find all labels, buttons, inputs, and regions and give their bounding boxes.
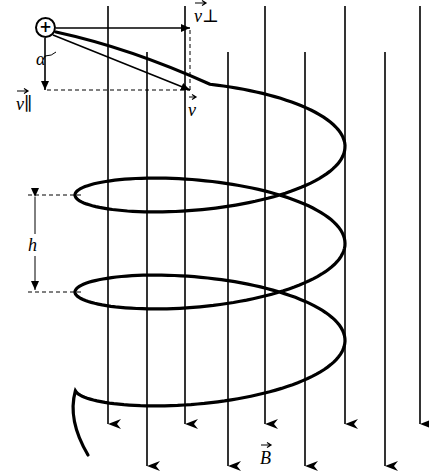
dimension-line <box>35 256 36 290</box>
v-par-label: v∥ <box>14 88 34 113</box>
field-line <box>419 6 421 424</box>
v-perp-arrow <box>56 27 190 29</box>
particle-circle: + <box>35 17 56 38</box>
dimension-tick <box>28 292 82 293</box>
dashed-guide <box>47 90 190 91</box>
v-perp-label: v⊥ <box>192 0 221 25</box>
field-line <box>344 6 346 424</box>
vector-arrow-mark <box>17 89 28 94</box>
field-line <box>304 52 306 466</box>
v-arrow <box>53 35 190 90</box>
vector-arrow-mark <box>261 443 271 448</box>
helix-path <box>56 32 345 455</box>
v-label: v <box>186 94 198 119</box>
field-line <box>384 52 386 466</box>
vector-arrow-mark <box>189 95 196 100</box>
charge-sign: + <box>39 20 52 35</box>
field-line <box>264 6 266 424</box>
pitch-label: h <box>26 236 39 254</box>
field-line <box>227 52 229 466</box>
field-label: B <box>258 442 273 467</box>
field-line <box>184 6 186 424</box>
dimension-line <box>35 197 36 234</box>
field-line <box>146 52 148 466</box>
field-line <box>107 6 109 424</box>
dashed-guide <box>190 30 191 90</box>
dimension-tick <box>28 195 82 196</box>
vector-arrow-mark <box>195 1 206 6</box>
field-lines <box>108 6 420 466</box>
angle-label: α <box>34 50 47 68</box>
angle-arc <box>45 52 56 56</box>
